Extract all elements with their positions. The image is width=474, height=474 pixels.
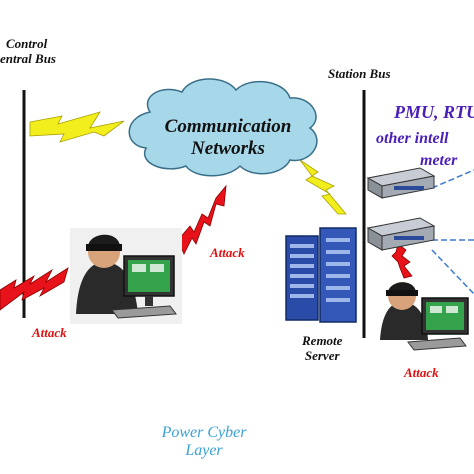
hacker-icon [70, 228, 182, 324]
remote-server-label-line2: Server [304, 347, 340, 363]
pmu-rtu-label: PMU, RTU [394, 102, 474, 123]
cloud-label-line1: Communication [164, 116, 292, 137]
attack-label: Attack [404, 365, 439, 381]
station-bus-label-text: Station Bus [328, 66, 391, 81]
device-link [431, 169, 474, 189]
cloud-label-line2: Networks [191, 137, 265, 159]
lightning-bolt-icon [299, 159, 347, 215]
cloud-icon [128, 78, 318, 177]
remote-server-label-line1: Remote [302, 333, 343, 348]
remote-server-label: Remote Server [302, 333, 343, 364]
attack-label-text: Attack [32, 325, 67, 340]
control-bus-label-line2: entral Bus [0, 50, 56, 66]
station-bus-label: Station Bus [328, 66, 391, 82]
pmu-rtu-label-line1: PMU, RTU [394, 102, 474, 122]
layer-label: Power Cyber Layer [146, 424, 262, 461]
layer-label-line2: Layer [185, 442, 223, 460]
lightning-bolt-icon [29, 111, 125, 143]
lightning-bolt-icon [391, 243, 413, 279]
device-link [431, 249, 474, 295]
cloud-label: Communication Networks [148, 116, 308, 160]
pmu-intell-label-line2: other intell [376, 130, 449, 147]
network-device-icon [366, 167, 436, 199]
layer-label-line1: Power Cyber [161, 424, 247, 441]
pmu-intell-label: other intell [376, 130, 448, 148]
attack-label-text: Attack [210, 245, 245, 260]
server-rack-icon [285, 227, 357, 323]
pmu-meter-label: meter [420, 152, 457, 170]
lightning-bolt-icon [177, 184, 227, 255]
attack-label-text: Attack [404, 365, 439, 380]
pmu-meter-label-line3: meter [420, 152, 458, 169]
attack-label: Attack [32, 325, 67, 341]
network-device-icon [366, 217, 436, 251]
lightning-bolt-icon [0, 267, 69, 311]
hacker-icon [380, 282, 469, 351]
attack-label: Attack [210, 245, 245, 261]
control-bus-label-line1: Control [6, 36, 48, 51]
control-bus-label: Control entral Bus [0, 36, 56, 67]
